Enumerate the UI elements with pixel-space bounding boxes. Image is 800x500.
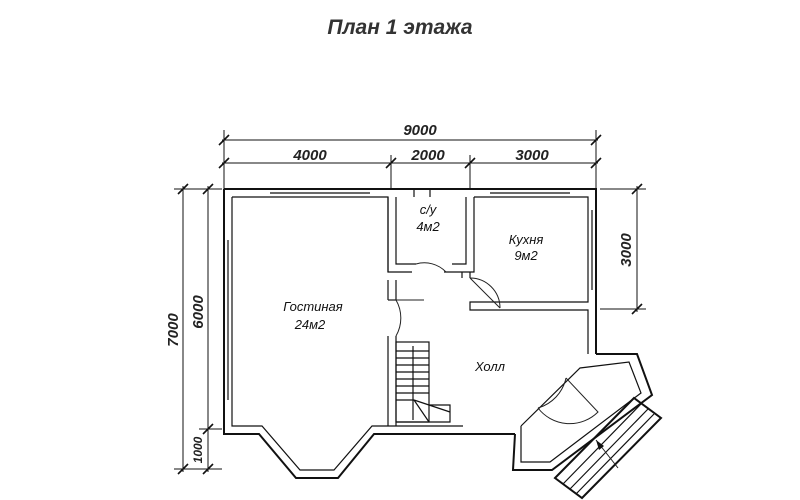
dim-left-main: 6000 bbox=[190, 295, 207, 329]
dimension-left: 7000 6000 1000 bbox=[165, 183, 222, 475]
room-hall-name: Холл bbox=[474, 359, 506, 374]
room-living-name: Гостиная bbox=[283, 299, 343, 314]
room-kitchen-area: 9м2 bbox=[514, 248, 538, 263]
dim-top-total: 9000 bbox=[403, 122, 437, 139]
dim-top-seg3: 3000 bbox=[515, 147, 549, 164]
dim-top-seg1: 4000 bbox=[292, 147, 327, 164]
room-bathroom-name: с/у bbox=[420, 202, 438, 217]
room-living-area: 24м2 bbox=[294, 317, 326, 332]
dim-left-bay: 1000 bbox=[191, 436, 205, 463]
dim-top-seg2: 2000 bbox=[410, 147, 445, 164]
staircase bbox=[395, 341, 451, 423]
doors bbox=[388, 262, 599, 425]
room-bathroom-area: 4м2 bbox=[416, 219, 440, 234]
dimension-right: 3000 bbox=[600, 183, 646, 315]
dim-left-total: 7000 bbox=[165, 313, 182, 347]
dim-right-kitchen: 3000 bbox=[618, 233, 635, 267]
room-kitchen-name: Кухня bbox=[509, 232, 544, 247]
room-labels: с/у 4м2 Кухня 9м2 Гостиная 24м2 Холл bbox=[283, 202, 543, 374]
exterior-walls bbox=[223, 188, 654, 479]
dimension-top: 9000 4000 2000 3000 bbox=[218, 122, 602, 190]
porch-steps bbox=[553, 396, 663, 500]
plan-title: План 1 этажа bbox=[327, 16, 473, 39]
